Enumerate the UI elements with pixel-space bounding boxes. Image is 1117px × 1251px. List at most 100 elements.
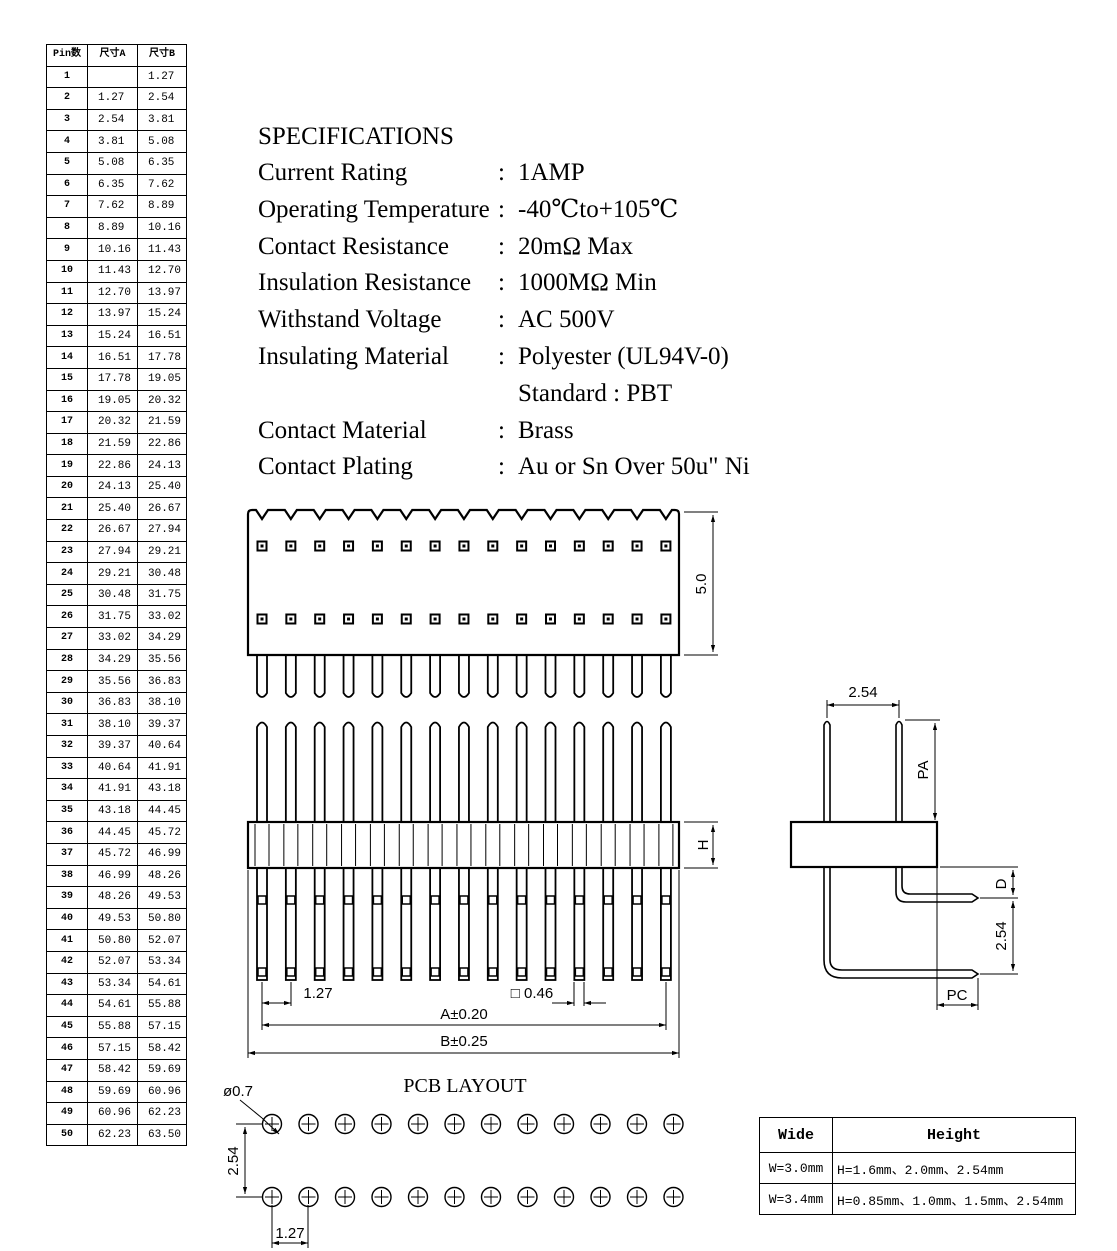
contact-square [573, 613, 585, 625]
pin-square [343, 967, 354, 977]
side-left-pin-top [823, 720, 831, 822]
spec-label: Withstand Voltage [258, 306, 442, 334]
dim-b-cell: 2.54 [137, 87, 187, 110]
pin-square [257, 967, 267, 977]
spec-separator: : [498, 416, 505, 444]
header-wide: Wide [759, 1117, 833, 1153]
dim-h-label: H [695, 840, 712, 851]
contact-square-core [375, 617, 379, 621]
dim-b-cell: 3.81 [137, 108, 187, 132]
height-value: H=0.85mm、1.0mm、1.5mm、2.54mm [832, 1183, 1076, 1215]
contact-square [285, 613, 297, 625]
spec-value: Au or Sn Over 50u" Ni [518, 453, 750, 481]
spec-label: Contact Resistance [258, 232, 449, 260]
contact-square [458, 613, 470, 625]
dim-a-cell: 6.35 [87, 173, 138, 197]
dim-b-cell: 24.13 [137, 454, 187, 477]
front-pin-top [256, 721, 268, 822]
contact-square [400, 540, 412, 552]
contact-square-core [318, 617, 322, 621]
contact-square-core [491, 544, 495, 548]
contact-square [371, 613, 383, 625]
dim-a-cell: 3.81 [87, 130, 138, 153]
contact-square-core [289, 544, 293, 548]
dim-a-cell: 50.80 [87, 929, 138, 952]
dim-b-cell: 6.35 [137, 151, 187, 175]
front-pin-bottom [400, 867, 413, 981]
pin-square [372, 967, 383, 977]
contact-square-core [635, 544, 639, 548]
dim-a-cell: 38.10 [87, 713, 138, 736]
front-pin-top [515, 721, 528, 822]
dim-b-label: B±0.25 [440, 1033, 487, 1050]
top-view: 5.0 [246, 508, 718, 698]
pin-square [459, 895, 469, 905]
dim-pitch-front-label: 1.27 [303, 985, 332, 1002]
front-pin-bottom [573, 867, 586, 981]
pcb-layout-title: PCB LAYOUT [403, 1075, 526, 1097]
dim-height-top-label: 5.0 [693, 574, 710, 595]
pin-tail [284, 655, 297, 698]
front-pin-bottom [544, 867, 557, 981]
contact-square [429, 613, 441, 625]
contact-square [631, 540, 643, 552]
front-pin-top [400, 721, 413, 822]
contact-square [314, 540, 326, 552]
spec-row: Current Rating:1AMP [258, 155, 750, 192]
pcb-hole [553, 1186, 575, 1208]
contact-square-core [577, 544, 581, 548]
table-row: W=3.4mm H=0.85mm、1.0mm、1.5mm、2.54mm [759, 1183, 1076, 1215]
dim-b-cell: 31.75 [137, 583, 187, 607]
contact-square-core [318, 544, 322, 548]
pin-square [314, 895, 325, 905]
contact-square-core [664, 544, 668, 548]
pin-tail [342, 655, 355, 698]
contact-square [545, 613, 556, 625]
front-pin-bottom [284, 867, 297, 981]
contact-square-core [347, 544, 351, 548]
front-pin-top [544, 721, 557, 822]
dim-a-cell: 34.29 [87, 648, 138, 672]
pin-tail [458, 655, 470, 698]
pin-count-cell: 3 [46, 108, 88, 132]
contact-square [487, 613, 499, 625]
spec-label: Insulating Material [258, 342, 449, 370]
contact-square [545, 540, 556, 552]
pcb-hole [298, 1113, 319, 1135]
dim-b-cell: 25.40 [137, 475, 187, 499]
dim-b-cell: 60.96 [137, 1080, 187, 1104]
side-right-pin-bent [895, 867, 980, 903]
side-left-pin-bent [823, 867, 980, 979]
contact-square-core [664, 617, 668, 621]
dim-a-cell: 16.51 [87, 346, 138, 369]
front-pin-bottom [313, 867, 326, 981]
contact-square-core [635, 617, 639, 621]
spec-label: Contact Plating [258, 453, 413, 481]
contact-square-core [375, 544, 379, 548]
pin-tail [400, 655, 413, 698]
side-view [789, 700, 1018, 1010]
front-pin-bottom [256, 867, 268, 981]
pin-square [545, 895, 556, 905]
pin-tail [515, 655, 528, 698]
pin-tail [486, 655, 499, 698]
contact-square-core [606, 617, 610, 621]
spec-row: Insulating Material:Polyester (UL94V-0) [258, 339, 750, 376]
pcb-hole [590, 1186, 611, 1208]
spec-row: Insulation Resistance:1000MΩ Min [258, 265, 750, 302]
pcb-layout: PCB LAYOUT ø0.7 2.54 1.27 [223, 1075, 684, 1248]
contact-square [285, 540, 297, 552]
front-view: H 1.27 □ 0.46 A±0.20 B±0.25 [246, 721, 718, 1058]
dim-a-label: A±0.20 [440, 1006, 487, 1023]
